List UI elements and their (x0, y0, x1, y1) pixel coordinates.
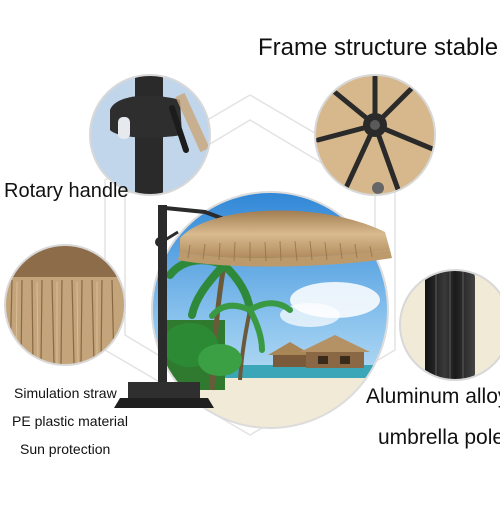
rotary-handle-inset (90, 75, 210, 195)
overwater-huts (268, 335, 370, 368)
scene-ring (151, 191, 389, 429)
pe-plastic-label: PE plastic material (12, 413, 128, 429)
frame-structure-inset (315, 75, 435, 195)
umbrella-pole (158, 205, 167, 383)
sun-protection-label: Sun protection (20, 441, 111, 457)
page-title: Frame structure stable (258, 34, 499, 61)
umbrella-frame (114, 205, 233, 408)
simulation-straw-label: Simulation straw (14, 385, 117, 401)
aluminum-pole-inset (400, 270, 500, 380)
thatched-canopy (178, 210, 392, 267)
umbrella-pole-label: umbrella pole (378, 426, 500, 449)
aluminum-alloy-label: Aluminum alloy (366, 385, 500, 408)
umbrella-base (128, 382, 200, 398)
rotary-handle-label: Rotary handle (4, 180, 129, 202)
